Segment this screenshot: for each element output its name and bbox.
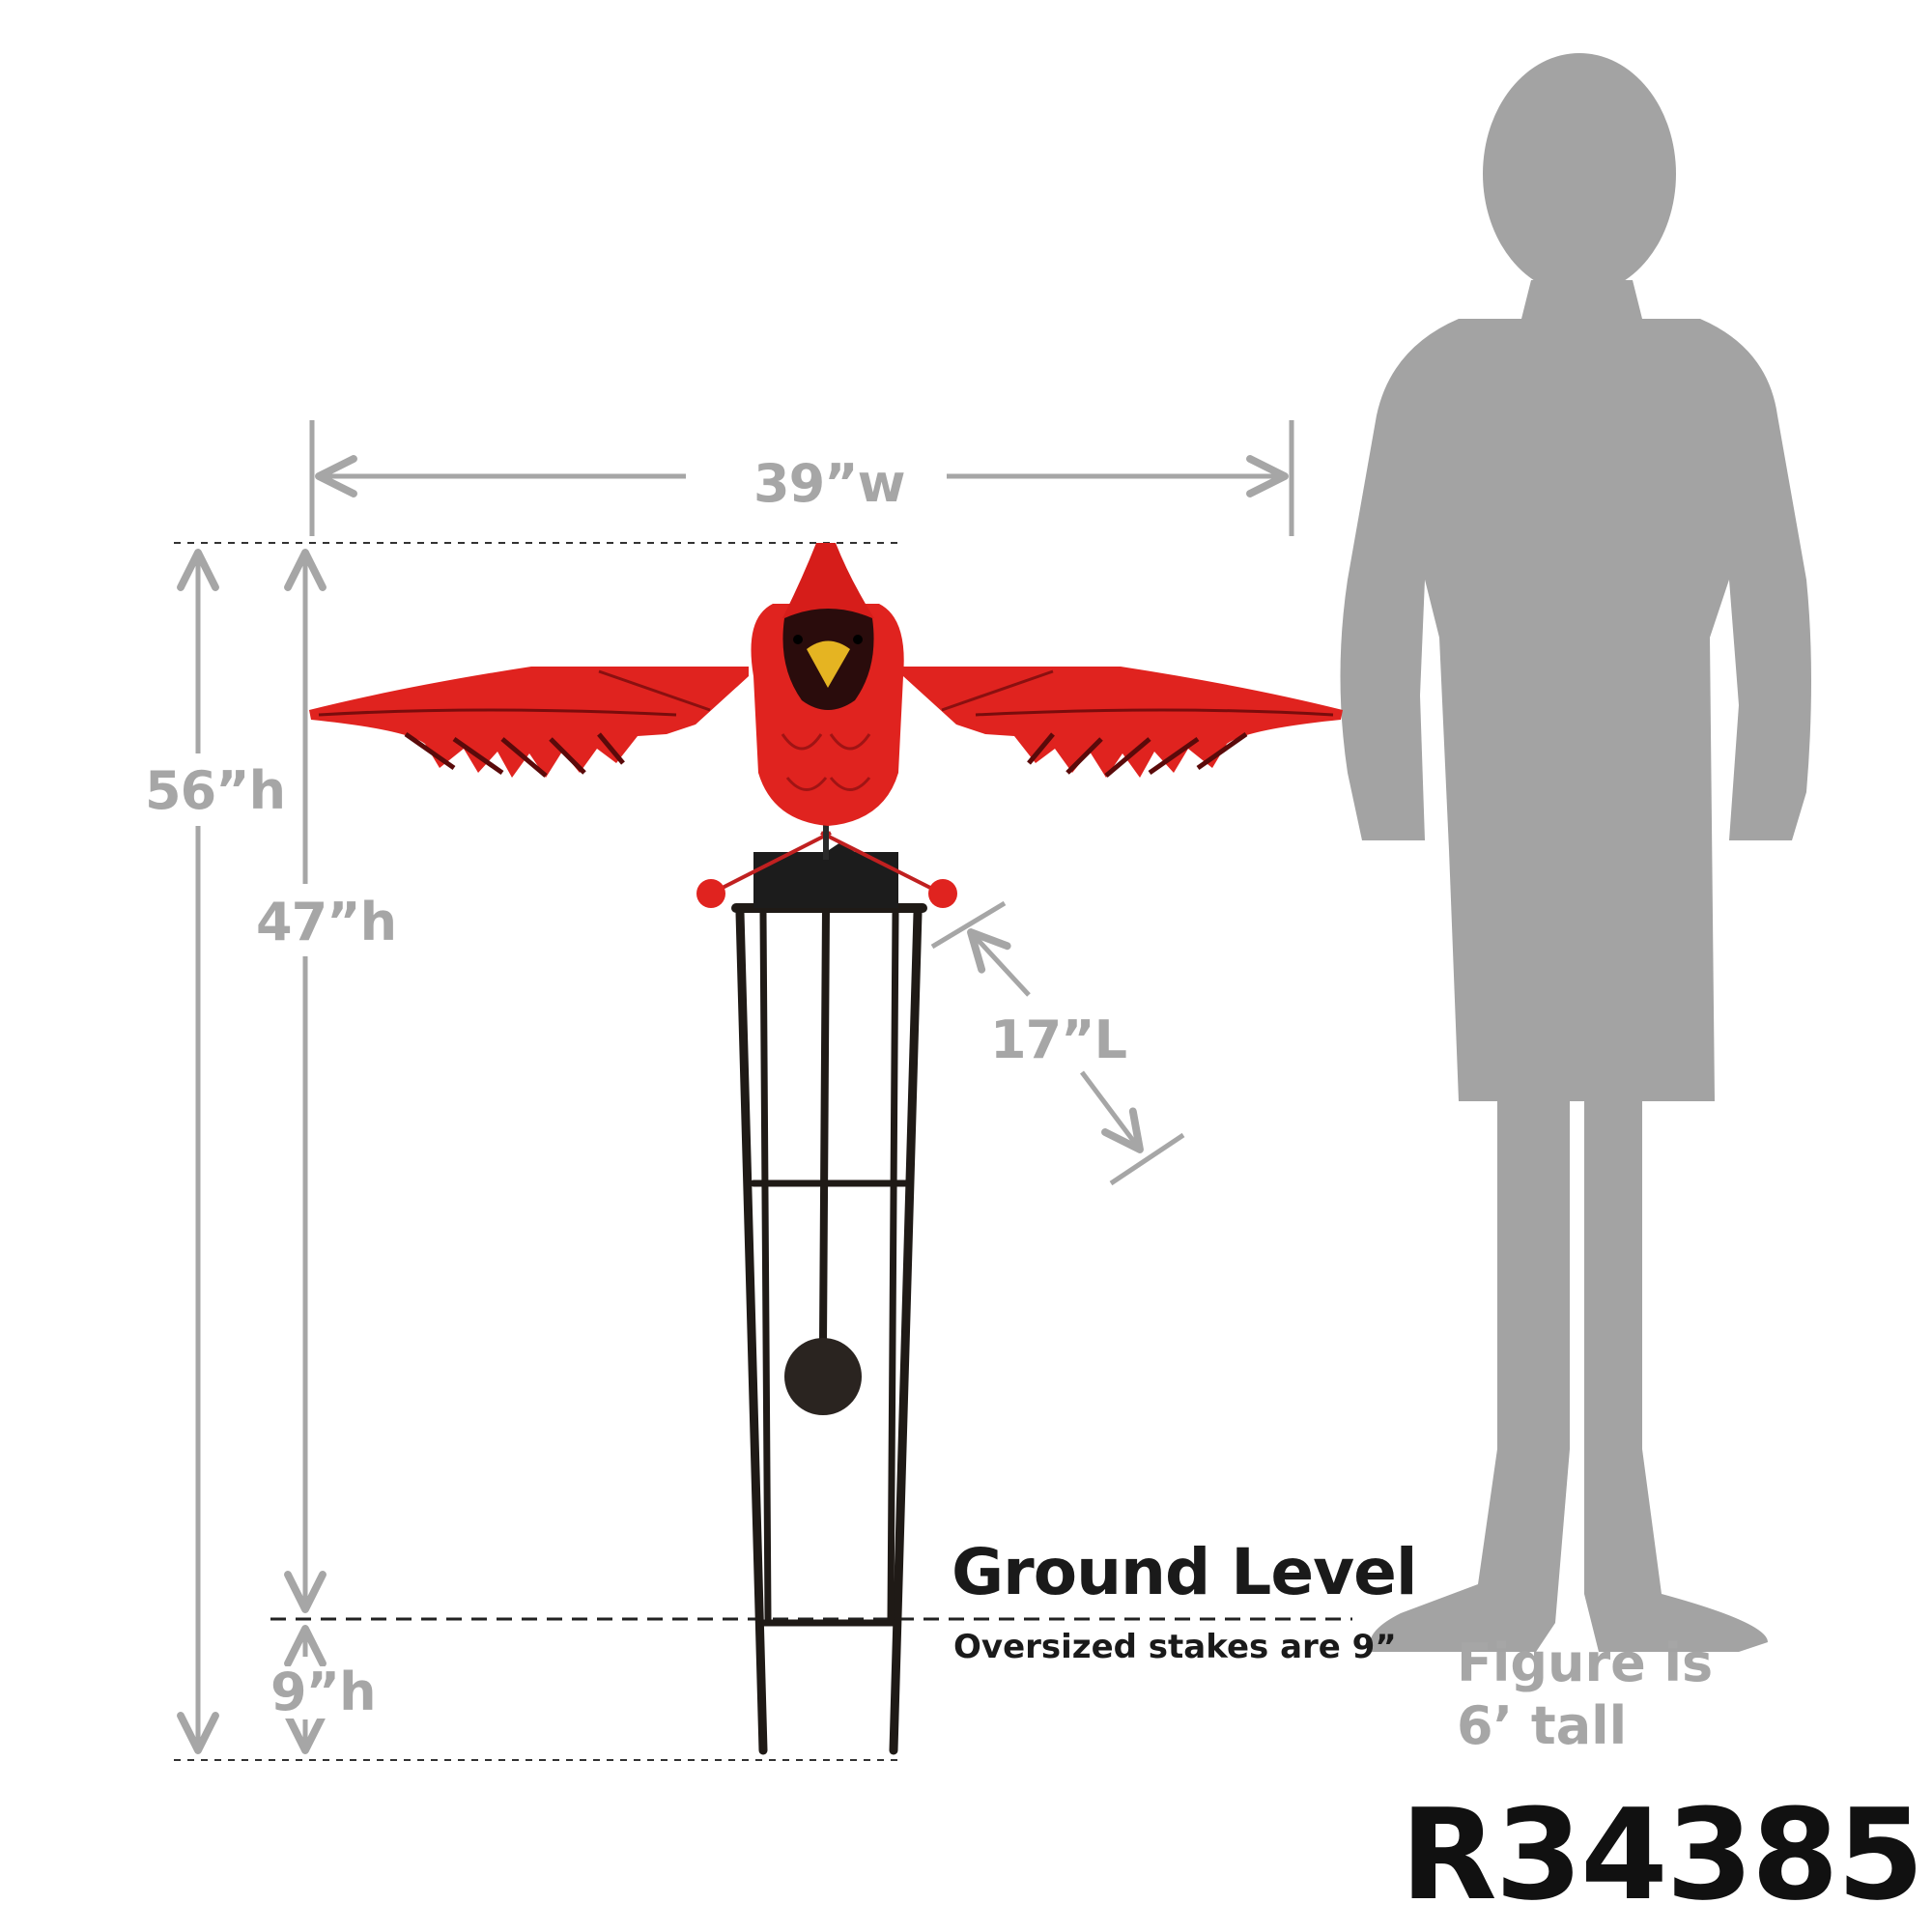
ground-level-note: Oversized stakes are 9” [953,1628,1397,1666]
figure-note-line-2: 6’ tall [1457,1694,1628,1756]
stake-depth-label: 9”h [270,1662,377,1722]
cardinal-feather-detail [781,733,871,791]
counterweight-left [696,879,725,908]
figure-height-note: Figure is 6’ tall [1457,1633,1713,1758]
cardinal-eye-right [853,635,863,644]
above-ground-height-label: 47”h [256,892,397,952]
pendulum-weight [784,1338,862,1415]
figure-note-line-1: Figure is [1457,1633,1714,1693]
product-code: R34385 [1400,1781,1924,1928]
length-label: 17”L [990,1009,1127,1070]
human-silhouette [1340,53,1811,1652]
ground-level-title: Ground Level [952,1535,1417,1609]
total-height-label: 56”h [145,760,286,821]
width-dimension [309,420,1294,536]
balance-rod-right [820,831,943,895]
cardinal-sculpture [309,543,1343,826]
mounting-block [753,842,898,908]
cardinal-crest [782,543,874,618]
left-wing [309,667,749,778]
cardinal-beak [807,640,850,688]
counterweight-right [928,879,957,908]
balance-rod-left [710,831,832,895]
cardinal-eye-left [793,635,803,644]
right-wing [903,667,1343,778]
length-dimension [930,900,1185,1186]
width-label: 39”w [753,453,906,514]
garden-stake [731,903,927,1755]
